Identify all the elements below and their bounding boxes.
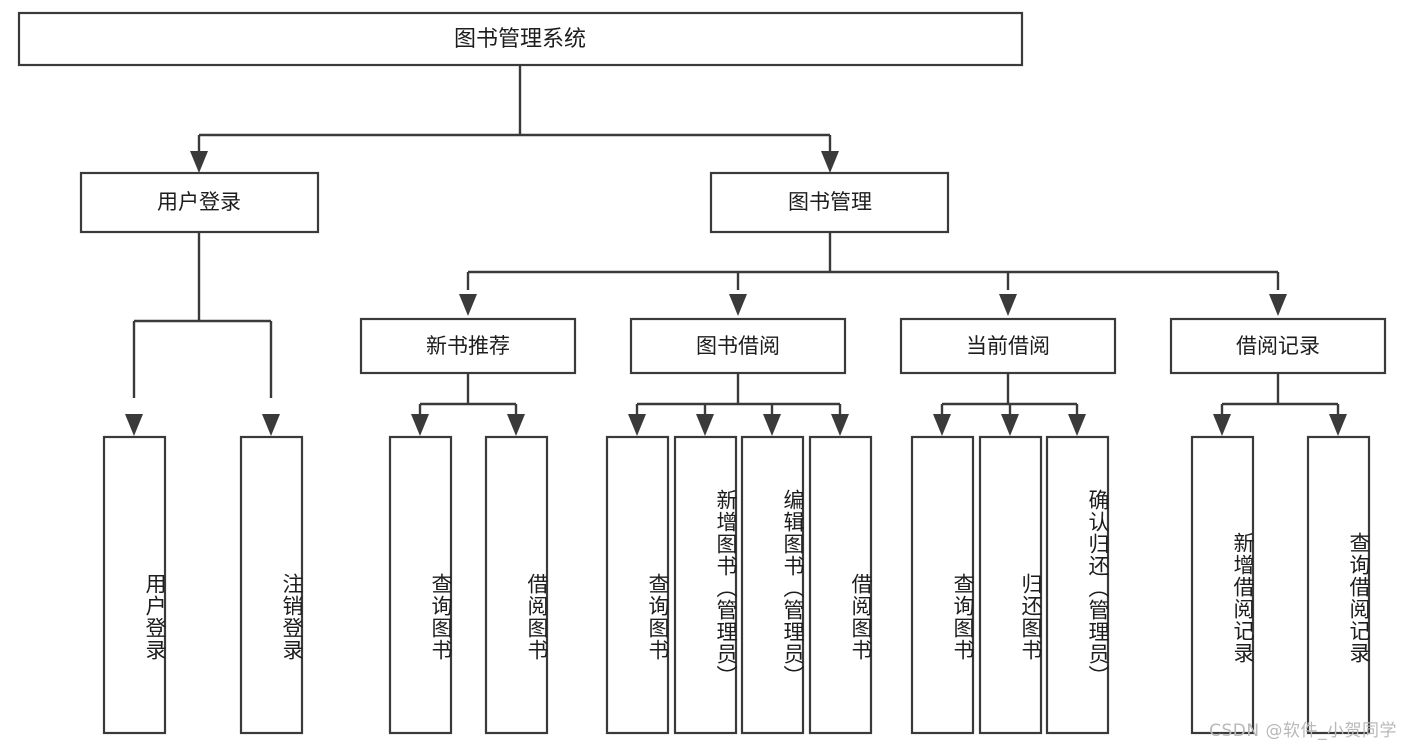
arrow-bb-leaf-3 — [763, 414, 781, 436]
connector-group-new-book — [411, 373, 525, 436]
connector-group-book-borrow — [628, 373, 849, 436]
node-new-book-recommend[interactable] — [359, 317, 577, 375]
leaf-user-login-1[interactable] — [102, 435, 167, 735]
arrow-bm-to-new-book — [459, 294, 477, 316]
node-root-book-management-system[interactable] — [17, 11, 1024, 67]
node-user-login[interactable] — [79, 171, 320, 234]
leaf-current-borrow-2[interactable] — [978, 435, 1043, 735]
connector-group-current-borrow — [933, 373, 1086, 436]
connector-group-user-login — [125, 233, 280, 436]
node-root-label: 图书管理系统 — [454, 27, 586, 52]
leaf-book-borrow-4[interactable] — [808, 435, 873, 735]
csdn-watermark: CSDN @软件_小贺同学 — [1209, 721, 1397, 741]
leaf-new-book-2[interactable] — [484, 435, 549, 735]
node-new-book-recommend-label: 新书推荐 — [426, 334, 510, 358]
node-book-borrow-label: 图书借阅 — [696, 334, 780, 358]
leaf-book-borrow-2[interactable] — [673, 435, 738, 735]
arrow-user-login-leaf-2 — [262, 414, 280, 436]
arrow-cb-leaf-3 — [1068, 414, 1086, 436]
connector-group-borrow-record — [1213, 373, 1347, 436]
arrow-user-login-leaf-1 — [125, 414, 143, 436]
node-borrow-record[interactable] — [1169, 317, 1387, 375]
leaf-new-book-1[interactable] — [388, 435, 453, 735]
node-current-borrow-label: 当前借阅 — [966, 334, 1050, 358]
connector-group-book-manage — [459, 233, 1287, 316]
node-book-management[interactable] — [709, 171, 950, 234]
arrow-bm-to-book-borrow — [729, 294, 747, 316]
leaf-book-borrow-3[interactable] — [740, 435, 805, 735]
arrow-cb-leaf-2 — [1001, 414, 1019, 436]
arrow-br-leaf-1 — [1213, 414, 1231, 436]
node-current-borrow[interactable] — [899, 317, 1117, 375]
arrow-bb-leaf-1 — [628, 414, 646, 436]
arrow-newbook-leaf-2 — [507, 414, 525, 436]
arrow-root-to-user-login — [190, 151, 208, 173]
node-book-management-label: 图书管理 — [788, 190, 872, 214]
node-borrow-record-label: 借阅记录 — [1236, 334, 1320, 358]
arrow-cb-leaf-1 — [933, 414, 951, 436]
node-user-login-label: 用户登录 — [157, 190, 241, 214]
node-book-borrow[interactable] — [629, 317, 847, 375]
arrow-bm-to-current-borrow — [999, 294, 1017, 316]
arrow-bb-leaf-2 — [696, 414, 714, 436]
arrow-bm-to-borrow-record — [1269, 294, 1287, 316]
arrow-root-to-book-manage — [821, 151, 839, 173]
leaf-borrow-record-2[interactable] — [1306, 435, 1371, 735]
arrow-br-leaf-2 — [1329, 414, 1347, 436]
leaf-current-borrow-3[interactable] — [1045, 435, 1110, 735]
leaf-current-borrow-1[interactable] — [910, 435, 975, 735]
connector-group-root — [190, 66, 839, 173]
leaf-book-borrow-1[interactable] — [605, 435, 670, 735]
leaf-user-login-2[interactable] — [239, 435, 304, 735]
arrow-newbook-leaf-1 — [411, 414, 429, 436]
arrow-bb-leaf-4 — [831, 414, 849, 436]
leaf-borrow-record-1[interactable] — [1190, 435, 1255, 735]
